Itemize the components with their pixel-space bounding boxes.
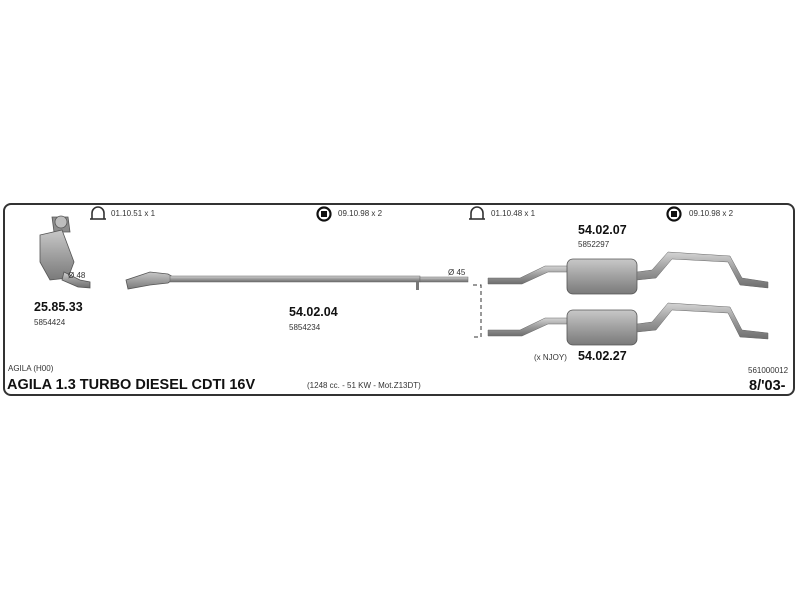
ring-clamp-icon	[666, 206, 682, 222]
catalyst-code[interactable]: 25.85.33	[34, 300, 83, 314]
clamp-label-4: 09.10.98 x 2	[689, 209, 734, 218]
rear-muffler-a-ref: 5852297	[578, 240, 610, 249]
front-pipe-code[interactable]: 54.02.04	[289, 305, 338, 319]
vehicle-title: AGILA 1.3 TURBO DIESEL CDTI 16V	[7, 377, 256, 393]
front-pipe	[125, 271, 469, 290]
catalytic-converter	[39, 215, 91, 289]
production-date: 8/'03-	[749, 378, 786, 394]
rear-muffler-a-code[interactable]: 54.02.07	[578, 223, 627, 237]
ring-clamp-icon	[316, 206, 332, 222]
rear-muffler-a	[487, 251, 769, 295]
clamp-label-3: 01.10.48 x 1	[491, 209, 536, 218]
u-clamp-icon	[469, 206, 485, 220]
clamp-label-2: 09.10.98 x 2	[338, 209, 383, 218]
vehicle-spec: (1248 cc. - 51 KW - Mot.Z13DT)	[307, 381, 421, 390]
catalog-number: 561000012	[748, 366, 789, 375]
alternative-connector	[473, 284, 482, 338]
rear-muffler-b-code[interactable]: 54.02.27	[578, 349, 627, 363]
catalyst-diameter: Ø 48	[68, 271, 86, 280]
catalyst-ref: 5854424	[34, 318, 66, 327]
rear-muffler-b-note: (x NJOY)	[534, 353, 567, 362]
diagram-frame	[3, 203, 795, 396]
clamp-label-1: 01.10.51 x 1	[111, 209, 156, 218]
model-small-label: AGILA (H00)	[8, 364, 54, 373]
rear-muffler-b	[487, 302, 769, 346]
u-clamp-icon	[90, 206, 106, 220]
front-pipe-ref: 5854234	[289, 323, 321, 332]
front-pipe-diameter: Ø 45	[448, 268, 466, 277]
